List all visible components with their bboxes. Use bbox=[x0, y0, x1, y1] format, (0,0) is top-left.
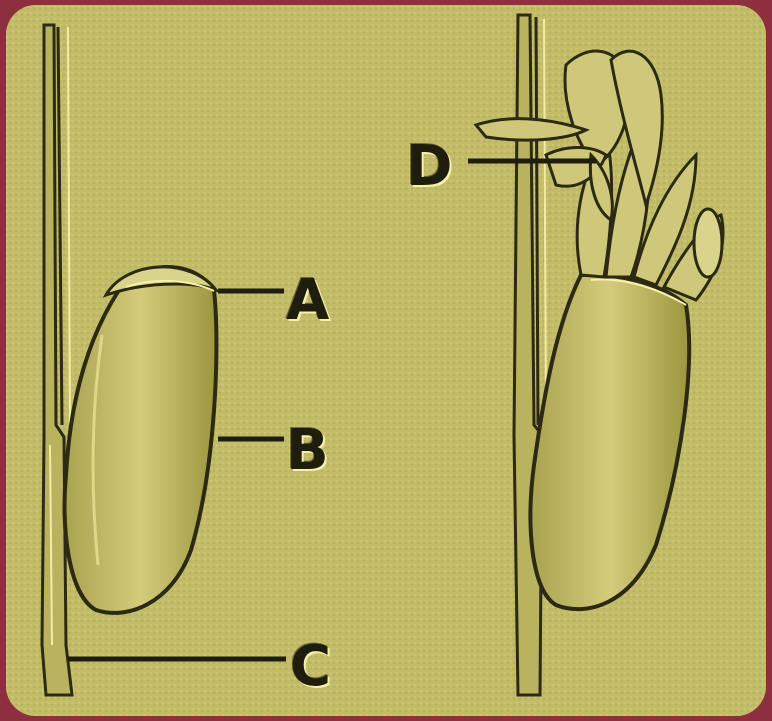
diagram-panel: A B C D bbox=[6, 5, 766, 716]
right-side-fragment bbox=[694, 209, 722, 277]
label-b: B bbox=[286, 423, 329, 479]
label-d: D bbox=[406, 139, 452, 195]
label-c: C bbox=[290, 639, 331, 695]
label-a: A bbox=[286, 273, 329, 329]
moss-capsule-diagram bbox=[6, 5, 766, 716]
